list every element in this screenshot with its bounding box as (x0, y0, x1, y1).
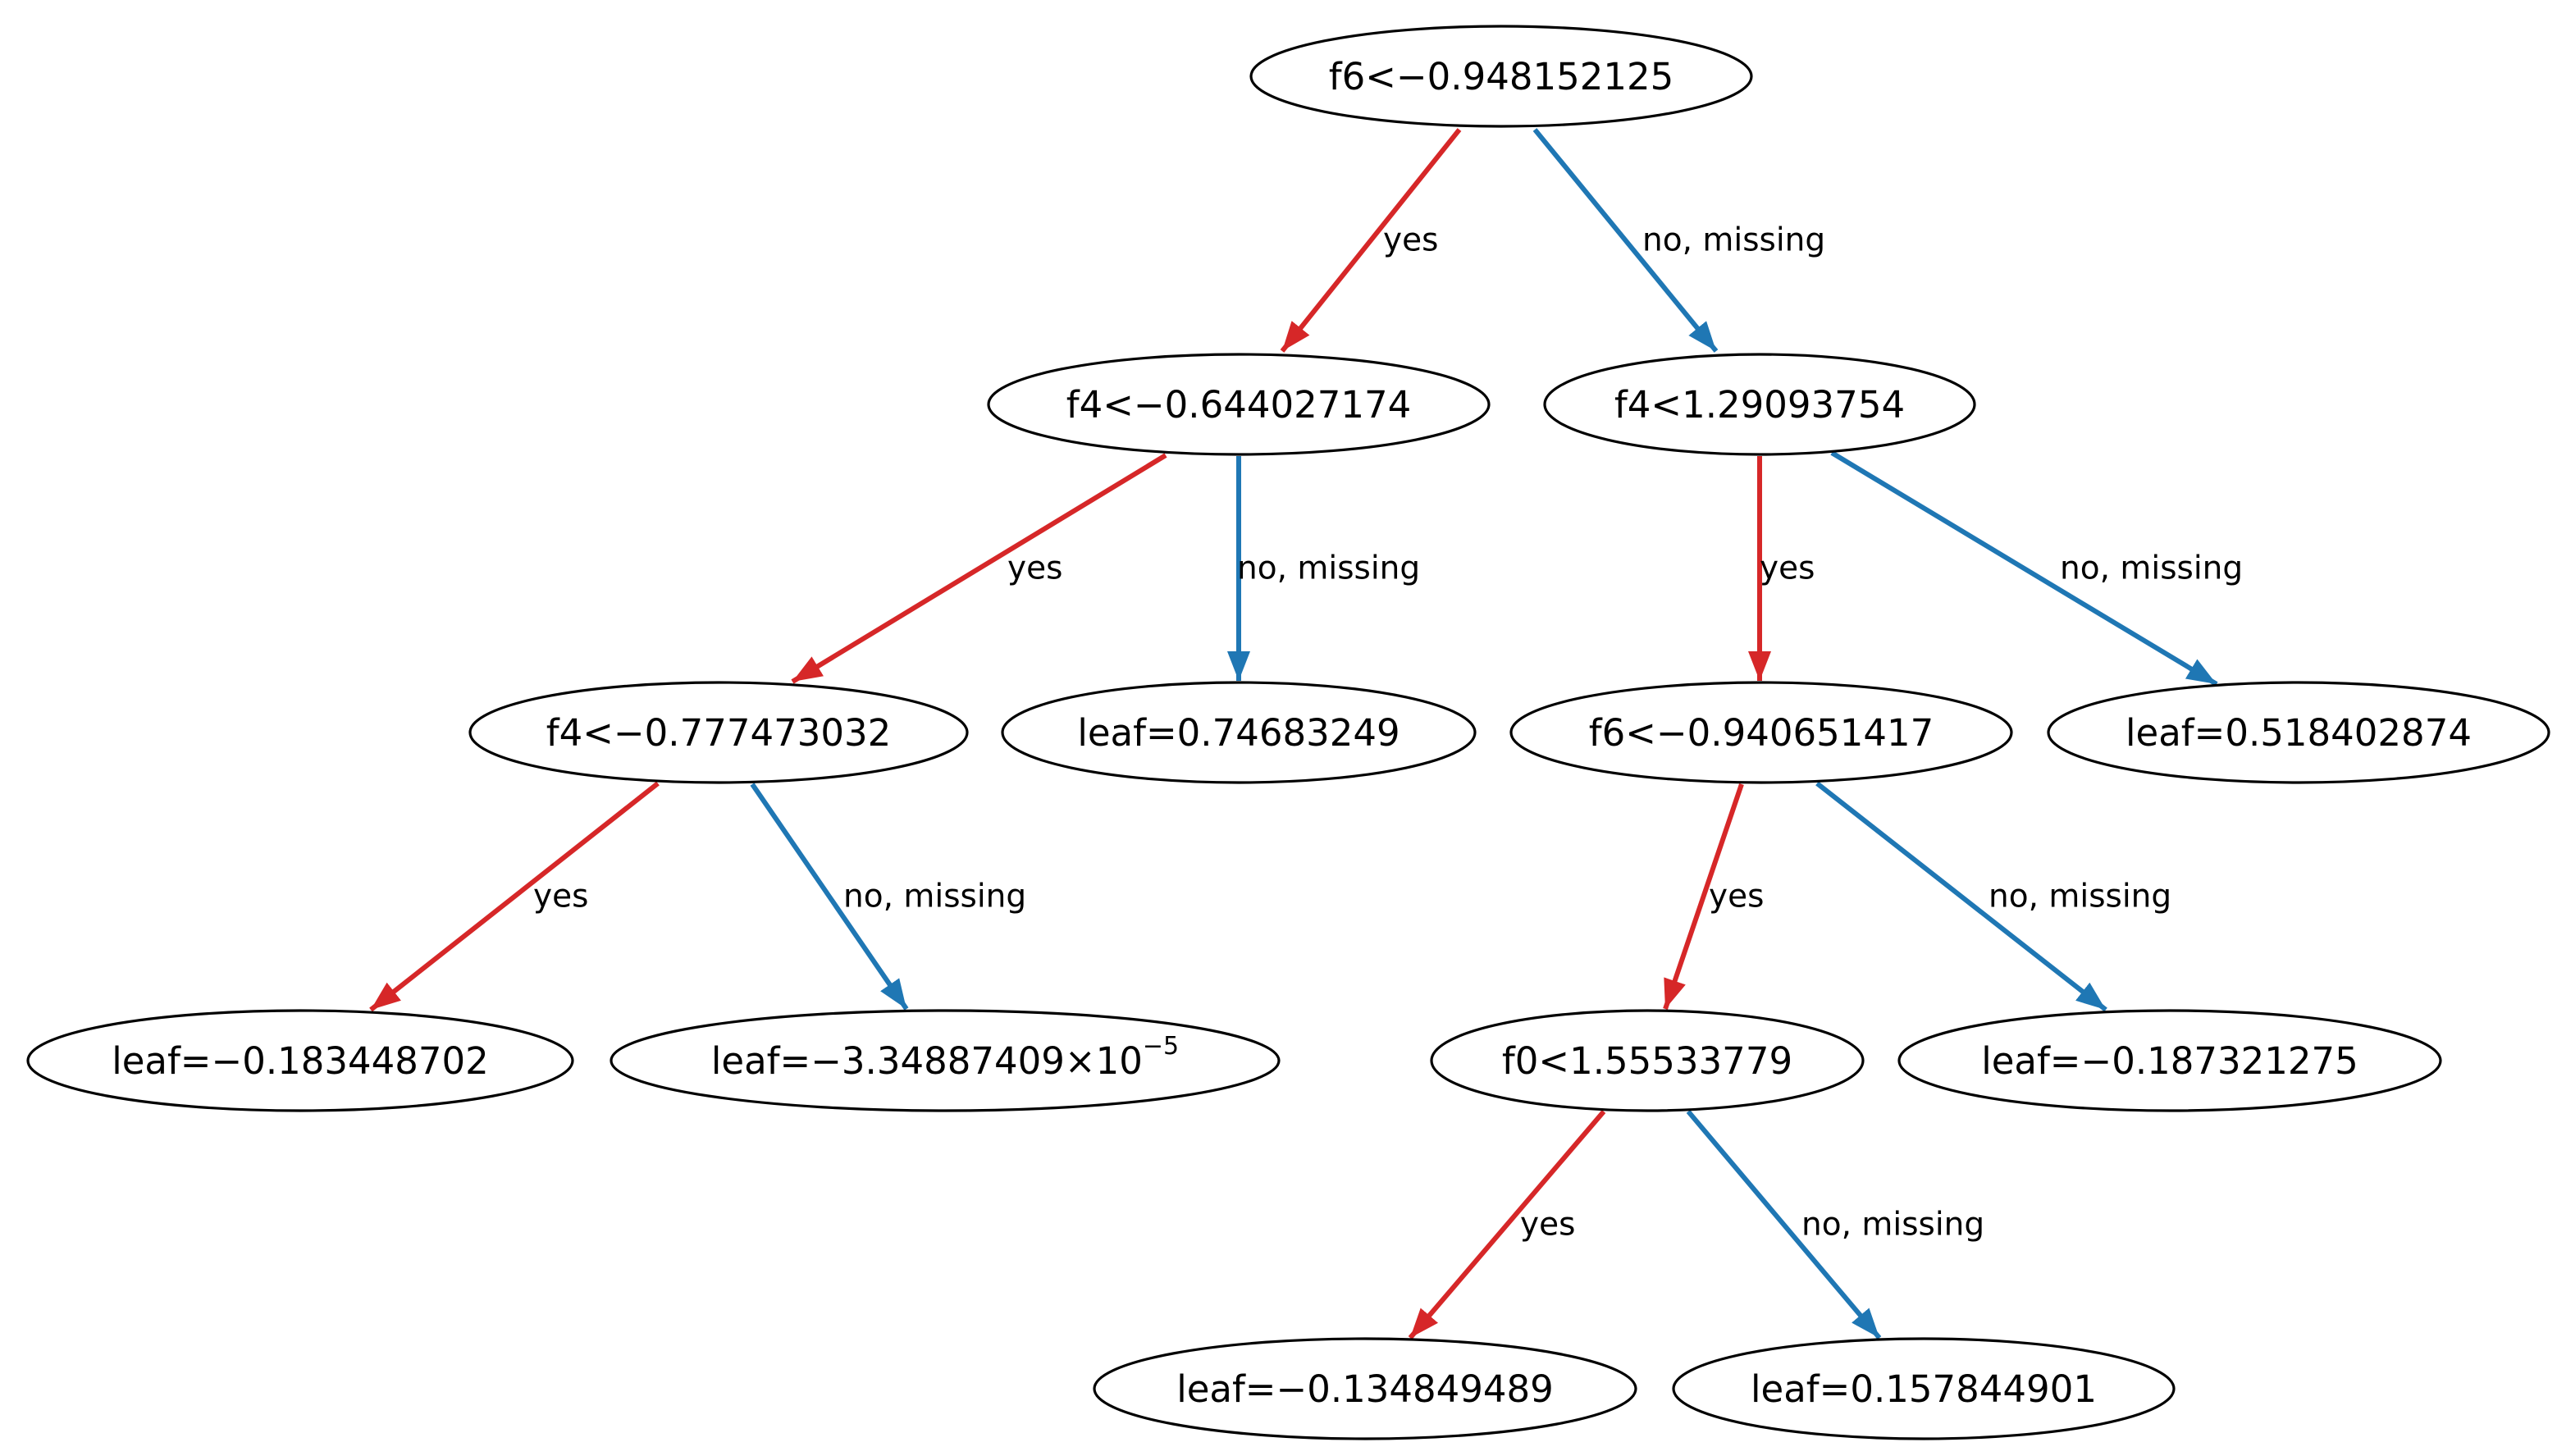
node-ellipse (987, 353, 1491, 456)
edge-yes-n5-n9 (1663, 783, 1744, 1010)
node-ellipse (1543, 353, 1976, 456)
edge-no-n5-n10 (1815, 781, 2107, 1012)
node-label-text: leaf=0.74683249 (1077, 711, 1400, 755)
split-node-n9: f0<1.55533779 (1430, 1009, 1865, 1112)
split-node-n1: f4<−0.644027174 (987, 353, 1491, 456)
leaf-node-n10: leaf=−0.187321275 (1897, 1009, 2442, 1112)
node-ellipse (26, 1009, 574, 1112)
node-label-text: leaf=0.518402874 (2126, 711, 2472, 755)
node-label-text: f4<1.29093754 (1614, 383, 1905, 427)
edge-label-no: no, missing (1801, 1207, 1984, 1244)
node-ellipse (1672, 1337, 2176, 1440)
node-label: f4<1.29093754 (1614, 383, 1905, 427)
node-ellipse (1897, 1009, 2442, 1112)
edge-yes-n1-n3 (791, 453, 1167, 684)
split-node-n5: f6<−0.940651417 (1509, 681, 2013, 784)
node-ellipse (1093, 1337, 1637, 1440)
edge-label-yes: yes (1007, 550, 1062, 587)
edge-label-no: no, missing (1642, 222, 1825, 259)
node-label-text: leaf=−0.187321275 (1981, 1039, 2358, 1083)
edge-label-no: no, missing (2060, 550, 2243, 587)
node-label: leaf=0.74683249 (1077, 711, 1400, 755)
node-ellipse (2047, 681, 2550, 784)
edge-label-no: no, missing (1237, 550, 1420, 587)
split-node-n2: f4<1.29093754 (1543, 353, 1976, 456)
edge-no-n2-n6 (1830, 450, 2218, 687)
node-label-text: f4<−0.644027174 (1066, 383, 1412, 427)
nodes-layer: f6<−0.948152125 f4<−0.644027174 f4<1.29093… (26, 25, 2550, 1440)
node-ellipse (1249, 25, 1753, 128)
edges-layer: yes no, missing yes no, missing yes no, missi… (369, 128, 2243, 1340)
node-label: f0<1.55533779 (1502, 1039, 1792, 1083)
node-label: leaf=−0.134849489 (1176, 1367, 1554, 1411)
node-label: f6<−0.948152125 (1329, 55, 1674, 98)
node-label: f4<−0.644027174 (1066, 383, 1412, 427)
edge-yes-n3-n7 (369, 781, 660, 1012)
node-label: f6<−0.940651417 (1589, 711, 1934, 755)
node-label: leaf=−0.187321275 (1981, 1039, 2358, 1083)
node-label-text: leaf=−0.134849489 (1176, 1367, 1554, 1411)
node-label-text: leaf=−0.183448702 (112, 1039, 489, 1083)
edge-label-yes: yes (1709, 879, 1764, 915)
node-label: leaf=−0.183448702 (112, 1039, 489, 1083)
edge-label-no: no, missing (843, 879, 1026, 915)
node-label-text: f6<−0.940651417 (1589, 711, 1934, 755)
leaf-node-n11: leaf=−0.134849489 (1093, 1337, 1637, 1440)
edge-no-n0-n2 (1532, 128, 1719, 353)
node-ellipse (1001, 681, 1477, 784)
leaf-node-n12: leaf=0.157844901 (1672, 1337, 2176, 1440)
node-label-text: f4<−0.777473032 (546, 711, 892, 755)
leaf-node-n7: leaf=−0.183448702 (26, 1009, 574, 1112)
split-node-n0: f6<−0.948152125 (1249, 25, 1753, 128)
node-ellipse (1430, 1009, 1865, 1112)
node-label: leaf=0.157844901 (1751, 1367, 2097, 1411)
leaf-node-n8: leaf=−3.34887409×10−5 (610, 1009, 1281, 1112)
node-label-text: f0<1.55533779 (1502, 1039, 1792, 1083)
node-ellipse (1509, 681, 2013, 784)
node-label: leaf=0.518402874 (2126, 711, 2472, 755)
leaf-node-n4: leaf=0.74683249 (1001, 681, 1477, 784)
edge-label-yes: yes (1383, 222, 1438, 259)
edge-label-no: no, missing (1989, 879, 2171, 915)
node-ellipse (468, 681, 969, 784)
node-ellipse (610, 1009, 1281, 1112)
edge-label-yes: yes (533, 879, 588, 915)
edge-no-n9-n12 (1686, 1110, 1882, 1340)
node-label-text: leaf=0.157844901 (1751, 1367, 2097, 1411)
split-node-n3: f4<−0.777473032 (468, 681, 969, 784)
node-label: f4<−0.777473032 (546, 711, 892, 755)
edge-yes-n0-n1 (1280, 128, 1462, 353)
edge-label-yes: yes (1760, 550, 1815, 587)
node-label: leaf=−3.34887409×10−5 (711, 1032, 1179, 1083)
node-label-text: f6<−0.948152125 (1329, 55, 1674, 98)
leaf-node-n6: leaf=0.518402874 (2047, 681, 2550, 784)
edge-label-yes: yes (1520, 1207, 1575, 1244)
edge-no-n3-n8 (750, 783, 909, 1011)
node-label-text: leaf=−3.34887409×10 (711, 1039, 1143, 1083)
edge-yes-n9-n11 (1408, 1110, 1606, 1340)
node-label-exponent: −5 (1143, 1032, 1179, 1061)
